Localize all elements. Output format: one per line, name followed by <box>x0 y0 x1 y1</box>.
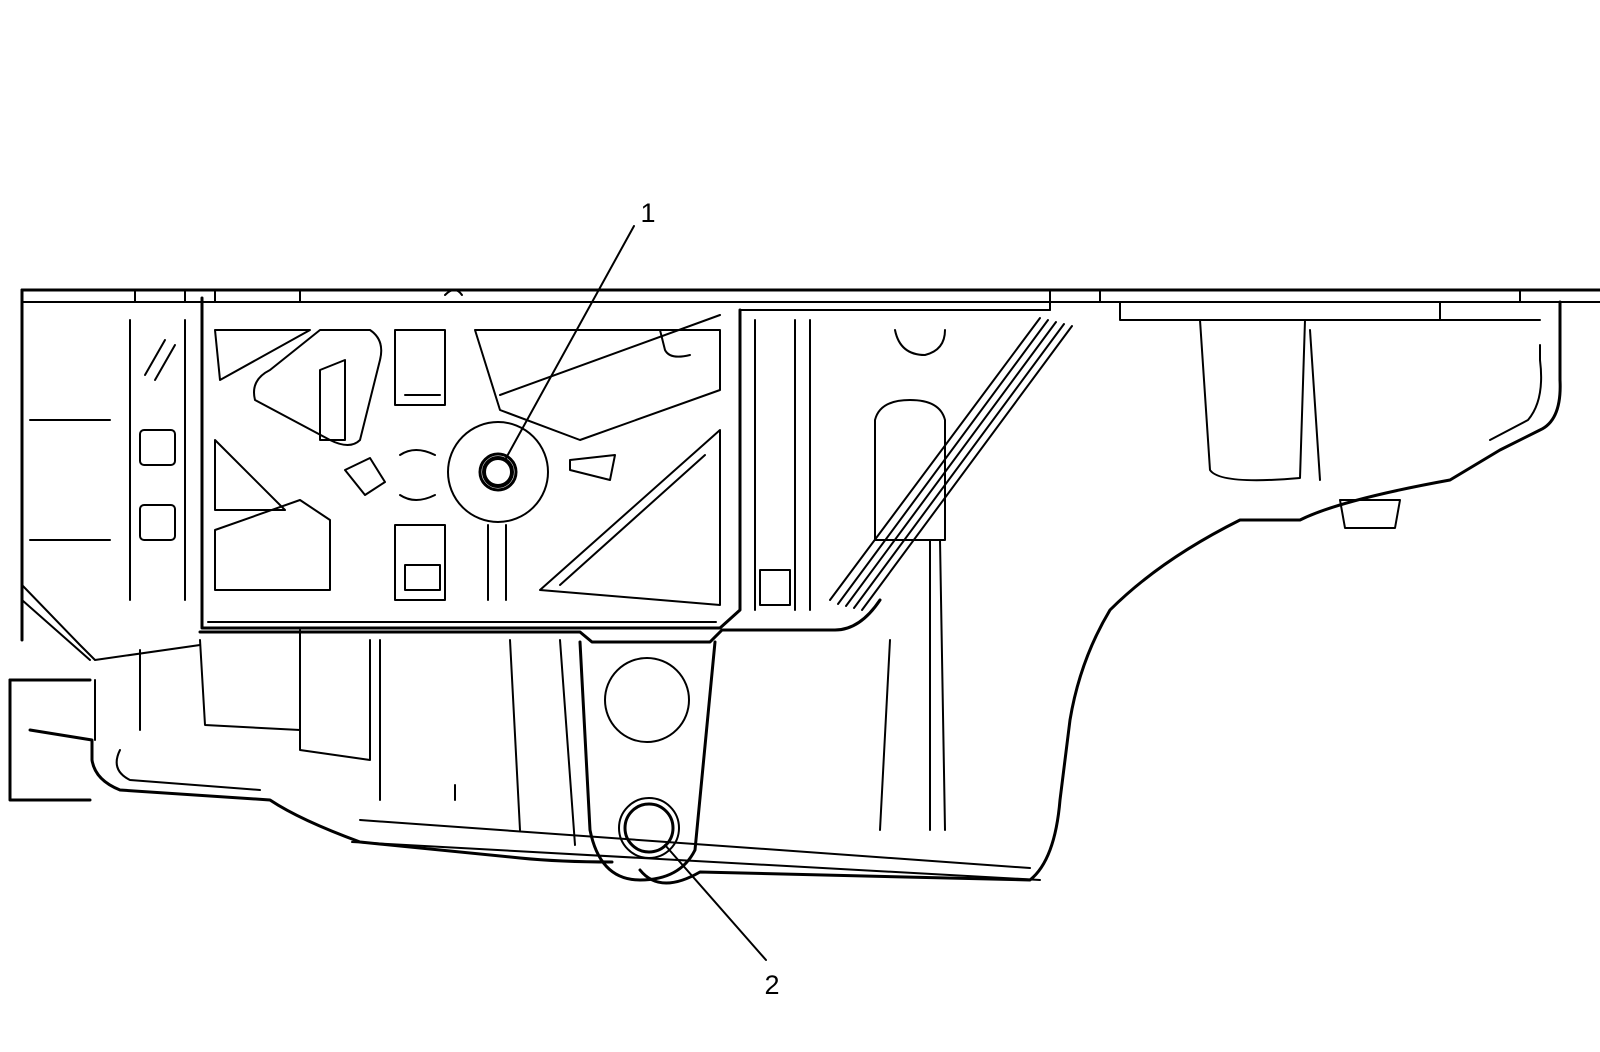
oil-pan-ribs <box>29 289 1541 882</box>
callout-label-1: 1 <box>640 198 655 228</box>
oil-drain-plug <box>618 797 680 859</box>
oil-pan-outline <box>8 288 1600 885</box>
oil-level-sensor-boss <box>447 421 549 601</box>
callout-label-2: 2 <box>764 970 779 1000</box>
callout-leaders <box>504 225 767 961</box>
